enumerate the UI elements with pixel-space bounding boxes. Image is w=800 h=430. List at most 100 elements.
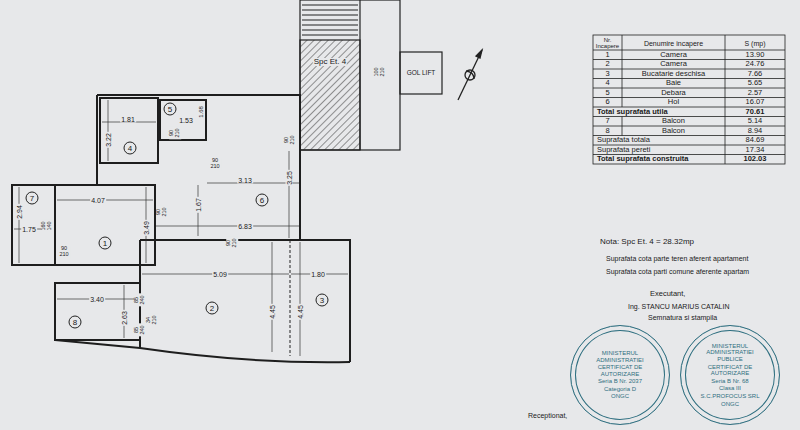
plan-line [622,35,623,107]
dimension-label: 3.22 [105,132,112,148]
table-cell: 8 [605,127,609,135]
plan-line [19,187,20,263]
stair-well [300,0,442,150]
plan-line [302,9,358,10]
stamp-text: Seria B Nr. 68 [711,378,748,385]
opening-size: 160 140 [41,220,53,233]
note-text: Executant, [650,290,685,298]
plan-rect [593,35,785,164]
dimension-label: 2.94 [16,204,23,220]
table-cell: Bucatarie deschisa [642,70,705,78]
table-cell: 102.03 [744,156,767,164]
table-cell: Nr. Incapere [594,37,621,49]
room-number: 1 [99,237,112,250]
dimension-label: 3.25 [286,170,293,186]
dimension-label: 1.67 [195,197,202,213]
note-text: Nota: Spc Et. 4 = 28.32mp [600,238,694,246]
stamp-text: MINISTERUL ADMINISTRATIEI PUBLICE [696,343,764,363]
stamp-text: ONGC [611,393,629,400]
summary-table-grid [593,35,785,164]
table-cell: 13.90 [746,51,765,59]
plan-path [55,340,350,362]
plan-line [622,117,623,136]
room-number: 3 [316,294,329,307]
stamp-text: Seria B Nr. 2037 [598,378,642,385]
table-cell: 6 [605,99,609,107]
plan-rect [55,283,140,340]
table-cell: Suprafata totala [597,137,650,145]
opening-size: 90 210 [209,158,222,170]
table-cell: 2.57 [748,89,763,97]
table-cell: Camera [660,61,687,69]
plan-line [289,151,290,238]
table-cell: 70.61 [746,108,765,116]
plan-path [97,95,300,240]
dimension-label: Spc Et. 4 [313,58,347,66]
dimension-label: 1.75 [21,226,37,233]
opening-size: 85 240 [134,324,146,337]
room-number: 6 [256,194,269,207]
note-text: Suprafata cota parte teren aferent apart… [606,255,748,262]
walls [12,95,350,362]
room-number: 2 [206,302,219,315]
dimension-label: 3.40 [89,296,105,303]
room-divider [290,240,291,356]
plan-circle [465,70,475,80]
dimension-lines [14,100,348,356]
stamp-text: MINISTERUL ADMINISTRATIEI [586,350,654,363]
opening-size: 34 210 [146,314,158,327]
plan-line [302,24,358,25]
dimension-label: 5.09 [212,271,228,278]
plan-path [466,71,474,79]
opening-size: 85 240 [134,294,146,307]
certificate-stamp: MINISTERUL ADMINISTRATIEI PUBLICECERTIFI… [680,325,780,425]
dimension-label: 4.45 [297,304,304,320]
table-cell: 7.66 [748,70,763,78]
opening-size: 90 210 [284,134,296,147]
room-number: 4 [124,142,137,155]
room-number: 5 [164,103,177,116]
opening-size: 90 210 [156,206,168,219]
plan-line [302,34,358,35]
plan-rect [12,185,55,265]
table-cell: 2 [605,61,609,69]
table-cell: 4 [605,80,609,88]
room-number: 7 [26,192,39,205]
dimension-label: 1.53 [178,117,194,124]
plan-line [302,19,358,20]
plan-rect [300,40,360,150]
table-cell: 1 [605,51,609,59]
note-text: Suprafata cota parti comune aferente apa… [606,268,749,275]
table-cell: Balcon [662,118,685,126]
certificate-stamp: MINISTERUL ADMINISTRATIEICERTIFICAT DE A… [570,325,670,425]
table-cell: 7 [605,118,609,126]
table-cell: Total suprafata construita [597,156,689,164]
table-cell: Hol [668,99,679,107]
dimension-label: 4.45 [269,304,276,320]
dimension-label: 2.63 [121,310,128,326]
stamp-text: Clasa III [719,385,741,392]
plan-rect [160,100,206,140]
stamp-text: CERTIFICAT DE AUTORIZARE [586,364,654,377]
plan-path [140,240,350,362]
dimension-label: 1.80 [310,271,326,278]
table-cell: 17.34 [746,146,765,154]
plan-line [302,14,358,15]
table-cell: Denumire incapere [644,39,703,46]
stamp-text: ONGC [721,401,739,408]
opening-size: 90 210 [226,237,238,250]
table-cell: 5.65 [748,80,763,88]
table-cell: 16.07 [746,99,765,107]
north-arrow [458,50,482,100]
room-number: 8 [69,316,82,329]
plan-line [302,29,358,30]
dimension-label: 4.07 [90,197,106,204]
stamp-text: S.C.PROFOCUS SRL [700,393,759,400]
dimension-label: 6.83 [237,223,253,230]
table-cell: 8.94 [748,127,763,135]
table-cell: Total suprafata utila [597,108,668,116]
plan-path [96,95,98,185]
table-cell: Camera [660,51,687,59]
plan-line [272,242,273,352]
